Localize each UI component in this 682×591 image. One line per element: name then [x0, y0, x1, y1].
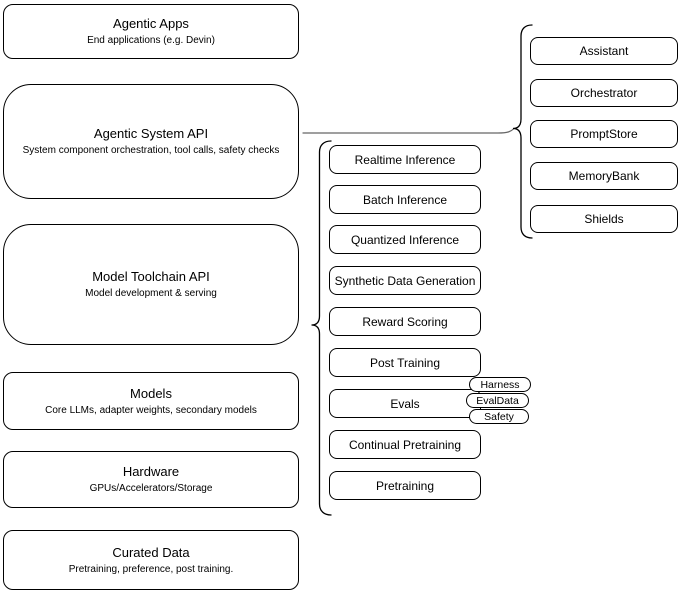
hardware-title: Hardware	[122, 464, 180, 479]
model-toolchain-api-subtitle: Model development & serving	[85, 288, 217, 299]
promptstore-label: PromptStore	[570, 127, 638, 141]
harness-pill: Harness	[469, 377, 531, 392]
synthetic-data-generation-box: Synthetic Data Generation	[329, 266, 481, 295]
evaldata-pill: EvalData	[466, 393, 529, 408]
quantized-inference-box: Quantized Inference	[329, 225, 481, 254]
curated-data-title: Curated Data	[112, 544, 190, 560]
reward-scoring-label: Reward Scoring	[362, 314, 448, 329]
orchestrator-box: Orchestrator	[530, 79, 678, 107]
models-title: Models	[130, 385, 172, 401]
synthetic-data-generation-label: Synthetic Data Generation	[334, 273, 476, 288]
pretraining-box: Pretraining	[329, 471, 481, 500]
realtime-inference-label: Realtime Inference	[354, 152, 456, 167]
agentic-system-api-box: Agentic System API System component orch…	[3, 84, 299, 199]
models-subtitle: Core LLMs, adapter weights, secondary mo…	[45, 404, 257, 416]
post-training-box: Post Training	[329, 348, 481, 377]
orchestrator-label: Orchestrator	[570, 86, 638, 100]
model-toolchain-api-title: Model Toolchain API	[92, 269, 210, 284]
shields-label: Shields	[584, 212, 624, 226]
promptstore-box: PromptStore	[530, 120, 678, 148]
agentic-apps-title: Agentic Apps	[113, 16, 189, 31]
models-box: Models Core LLMs, adapter weights, secon…	[3, 372, 299, 430]
curated-data-subtitle: Pretraining, preference, post training.	[68, 563, 234, 575]
agentic-apps-subtitle: End applications (e.g. Devin)	[87, 35, 215, 46]
pretraining-label: Pretraining	[375, 478, 435, 493]
agentic-apps-box: Agentic Apps End applications (e.g. Devi…	[3, 4, 299, 59]
batch-inference-label: Batch Inference	[362, 192, 448, 207]
batch-inference-box: Batch Inference	[329, 185, 481, 214]
memorybank-label: MemoryBank	[568, 169, 640, 183]
system-api-connector-line	[302, 127, 515, 134]
continual-pretraining-label: Continual Pretraining	[348, 437, 462, 452]
hardware-subtitle: GPUs/Accelerators/Storage	[89, 483, 213, 494]
assistant-box: Assistant	[530, 37, 678, 65]
continual-pretraining-box: Continual Pretraining	[329, 430, 481, 459]
hardware-box: Hardware GPUs/Accelerators/Storage	[3, 451, 299, 508]
evaldata-label: EvalData	[476, 394, 519, 407]
evals-label: Evals	[390, 396, 420, 411]
model-toolchain-api-box: Model Toolchain API Model development & …	[3, 224, 299, 345]
quantized-inference-label: Quantized Inference	[350, 232, 460, 247]
realtime-inference-box: Realtime Inference	[329, 145, 481, 174]
safety-pill: Safety	[469, 409, 529, 424]
safety-label: Safety	[484, 410, 514, 423]
harness-label: Harness	[480, 378, 520, 391]
memorybank-box: MemoryBank	[530, 162, 678, 190]
post-training-label: Post Training	[369, 355, 441, 370]
evals-box: Evals	[329, 389, 481, 418]
reward-scoring-box: Reward Scoring	[329, 307, 481, 336]
agentic-system-api-title: Agentic System API	[93, 126, 209, 141]
curated-data-box: Curated Data Pretraining, preference, po…	[3, 530, 299, 590]
agentic-system-api-subtitle: System component orchestration, tool cal…	[22, 145, 280, 156]
assistant-label: Assistant	[579, 44, 629, 58]
shields-box: Shields	[530, 205, 678, 233]
